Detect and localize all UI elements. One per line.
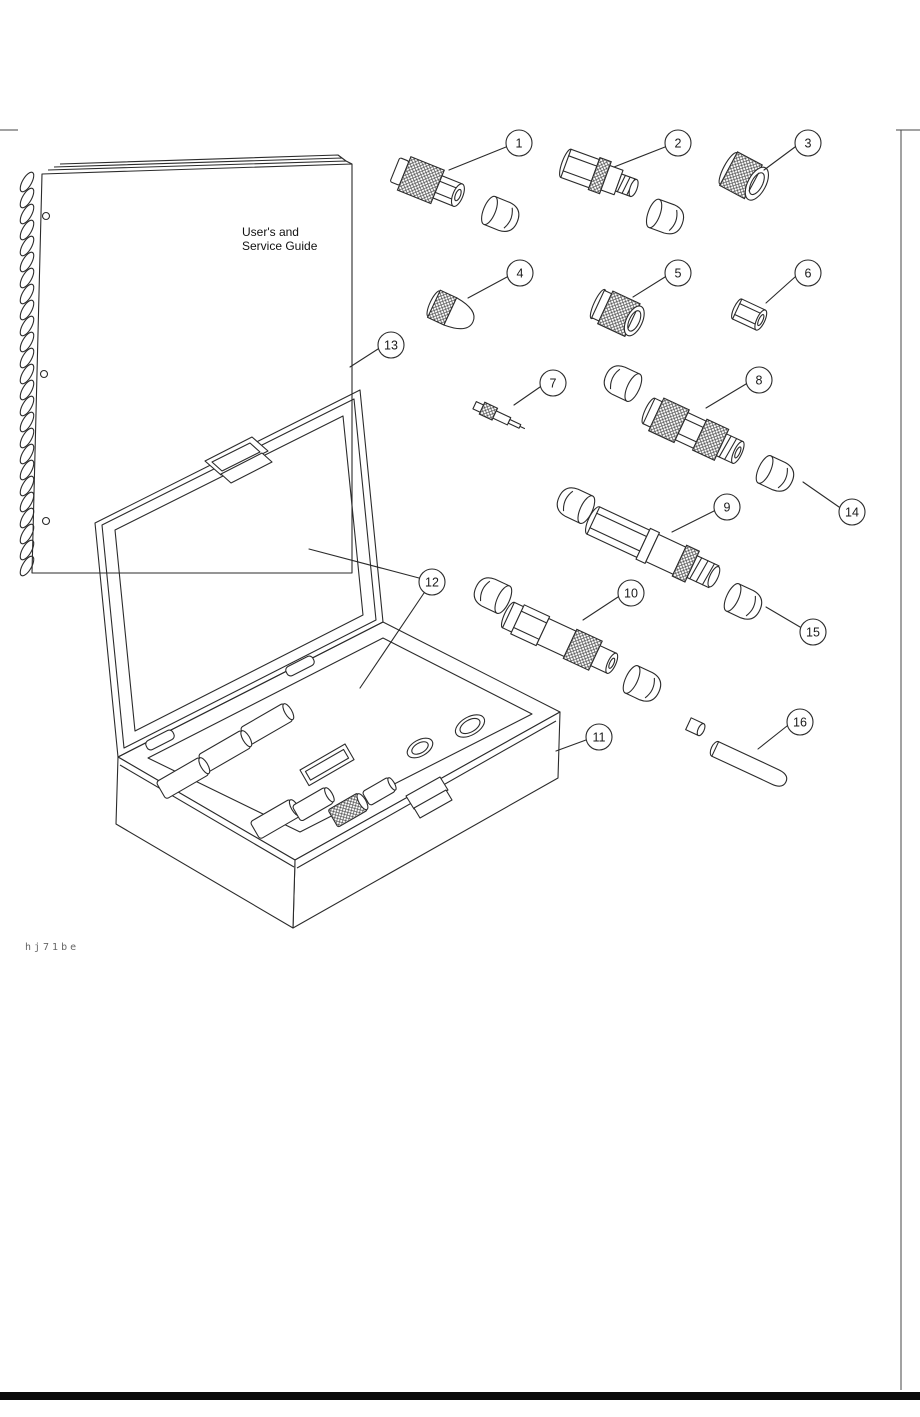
spiral-binding [19, 171, 35, 577]
callout-15-label: 15 [806, 626, 820, 640]
callout-10-label: 10 [624, 587, 638, 601]
callout-4: 4 [467, 259, 534, 299]
callout-11-label: 11 [593, 731, 606, 745]
callout-9: 9 [671, 493, 741, 533]
oring-small [406, 737, 434, 759]
callout-5: 5 [632, 259, 692, 298]
footer-rule [0, 1392, 920, 1400]
callout-7-label: 7 [550, 377, 557, 391]
case-foam-parts [156, 703, 486, 839]
part-15-cap [720, 580, 767, 625]
part-2-connector [559, 148, 639, 198]
cover-holes [39, 211, 51, 526]
part-1-cap [477, 193, 524, 237]
case-base-left [115, 756, 296, 929]
part-14-cap [752, 452, 799, 497]
callout-12: 12 [308, 548, 446, 689]
callout-1: 1 [448, 129, 533, 171]
hinge-right [285, 655, 315, 677]
part-16-ferrule [685, 717, 706, 737]
foam-slot [299, 743, 355, 787]
callout-9-label: 9 [724, 501, 731, 515]
foam-insert [147, 637, 533, 833]
callout-4-label: 4 [517, 267, 524, 281]
lid-clasp [204, 436, 273, 484]
callout-3: 3 [763, 129, 822, 171]
book-cover [31, 163, 353, 574]
part-10-cap-bottom [619, 662, 666, 707]
book-page-edges [47, 154, 353, 171]
callout-16-label: 16 [793, 716, 807, 730]
callouts: 1 2 3 4 5 6 7 [308, 129, 866, 752]
callout-13: 13 [349, 331, 405, 368]
part-10-adapter [500, 601, 619, 674]
callout-11: 11 [555, 723, 613, 752]
callout-5-label: 5 [675, 267, 682, 281]
part-5-termination [589, 288, 645, 338]
callout-16: 16 [757, 708, 814, 750]
part-16-rod [709, 740, 788, 787]
callout-3-label: 3 [805, 137, 812, 151]
callout-6-label: 6 [805, 267, 812, 281]
case-rim-left [119, 764, 295, 868]
callout-8-label: 8 [756, 374, 763, 388]
lid-frame-edge [101, 398, 377, 749]
page-border [0, 129, 920, 1400]
part-8-cap-top [599, 360, 646, 405]
case-lid [94, 389, 384, 758]
callout-14: 14 [802, 481, 866, 526]
part-3-termination [718, 151, 770, 201]
part-4-short [426, 289, 475, 330]
part-1-connector [390, 155, 465, 207]
part-8-adapter [641, 397, 745, 464]
oring-large [454, 714, 486, 738]
user-guide-book: User's and Service Guide [19, 154, 353, 577]
callout-2-label: 2 [675, 137, 682, 151]
part-2-cap [642, 196, 688, 239]
callout-15: 15 [765, 606, 827, 646]
case-base [115, 621, 561, 929]
callout-1-label: 1 [516, 137, 523, 151]
case-latch [405, 776, 453, 819]
part-9-adapter [585, 506, 721, 589]
callout-14-label: 14 [845, 506, 859, 520]
hinge-left [145, 729, 175, 751]
book-title-line1: User's and [242, 225, 299, 239]
callout-7: 7 [513, 369, 567, 406]
callout-8: 8 [705, 366, 773, 409]
book-title-line2: Service Guide [242, 239, 318, 253]
part-6-bushing [731, 298, 768, 331]
callout-10: 10 [582, 579, 645, 621]
lid-inner-panel [114, 415, 364, 732]
part-7-pin-tool [472, 401, 526, 430]
lid-outer-edge [94, 389, 384, 758]
callout-13-label: 13 [384, 339, 398, 353]
figure-caption: hj71be [25, 942, 79, 953]
callout-6: 6 [765, 259, 822, 304]
callout-2: 2 [613, 129, 692, 168]
callout-12-label: 12 [425, 576, 439, 590]
